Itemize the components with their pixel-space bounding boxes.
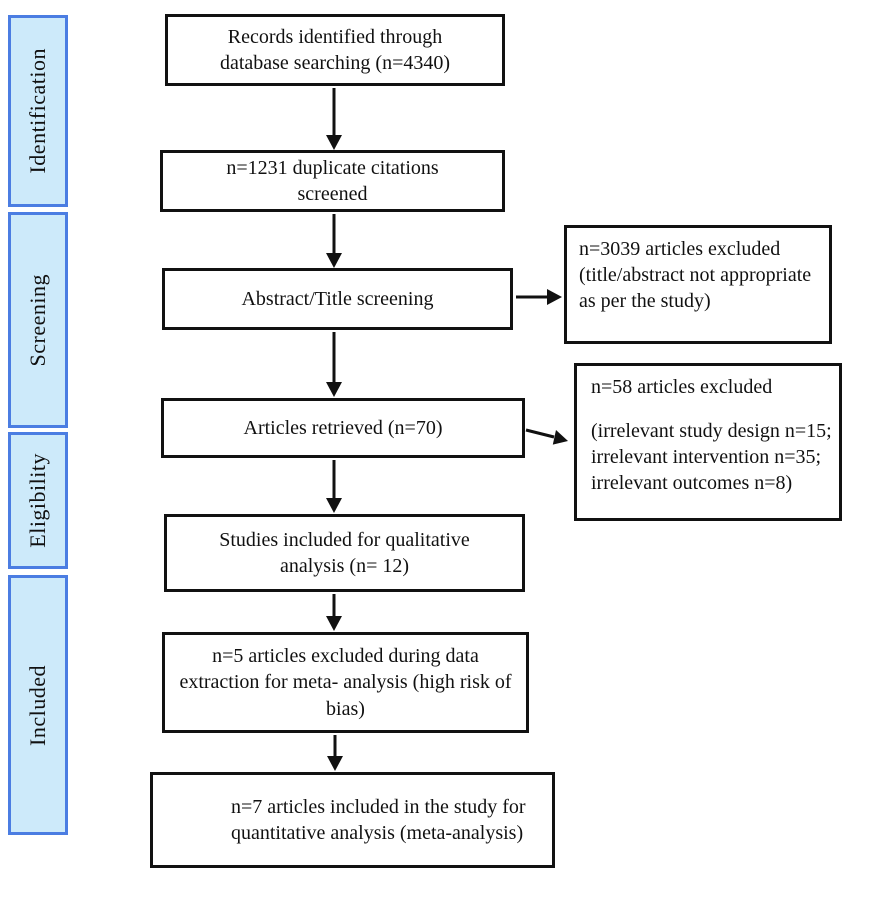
flow-box-quantitative-analysis: n=7 articles included in the study for q…	[150, 772, 555, 868]
stage-label-included: Included	[25, 664, 50, 746]
stage-label-eligibility: Eligibility	[25, 453, 50, 548]
flow-box-articles-retrieved-text: Articles retrieved (n=70)	[243, 416, 443, 439]
exclusion-box-full-text-count: n=58 articles excluded	[591, 376, 773, 398]
arrow-records-to-duplicates	[326, 88, 342, 150]
flow-box-records-identified-text: Records identified through database sear…	[219, 25, 451, 74]
flow-box-abstract-title-screening-text: Abstract/Title screening	[241, 287, 434, 310]
flow-box-excluded-high-risk-text: n=5 articles excluded during data extrac…	[179, 644, 512, 720]
flow-box-qualitative-analysis: Studies included for qualitative analysi…	[164, 514, 525, 592]
stage-box-eligibility: Eligibility	[8, 432, 68, 569]
flow-box-abstract-title-screening: Abstract/Title screening	[162, 268, 513, 330]
arrow-retrieved-to-exclusion	[525, 428, 568, 445]
arrow-retrieved-to-qualitative	[326, 460, 342, 513]
flow-box-records-identified: Records identified through database sear…	[165, 14, 505, 86]
stage-box-screening: Screening	[8, 212, 68, 428]
flow-box-duplicates-screened: n=1231 duplicate citations screened	[160, 150, 505, 212]
flow-box-duplicates-screened-text: n=1231 duplicate citations screened	[226, 156, 439, 205]
flow-box-articles-retrieved: Articles retrieved (n=70)	[161, 398, 525, 458]
arrow-duplicates-to-screening	[326, 214, 342, 268]
flow-box-qualitative-analysis-text: Studies included for qualitative analysi…	[219, 528, 470, 577]
exclusion-box-full-text: n=58 articles excluded (irrelevant study…	[574, 363, 842, 521]
exclusion-box-title-abstract-text: n=3039 articles excluded (title/abstract…	[579, 238, 812, 312]
stage-label-identification: Identification	[25, 48, 50, 174]
stage-box-identification: Identification	[8, 15, 68, 207]
flow-box-excluded-high-risk: n=5 articles excluded during data extrac…	[162, 632, 529, 733]
stage-label-screening: Screening	[25, 273, 50, 367]
exclusion-box-title-abstract: n=3039 articles excluded (title/abstract…	[564, 225, 832, 344]
exclusion-box-full-text-reasons: (irrelevant study design n=15; irrelevan…	[591, 420, 832, 494]
arrow-excluded-to-quantitative	[327, 735, 343, 771]
arrow-screening-to-exclusion	[516, 289, 562, 305]
stage-box-included: Included	[8, 575, 68, 835]
arrow-screening-to-retrieved	[326, 332, 342, 397]
arrow-qualitative-to-excluded	[326, 594, 342, 631]
flow-box-quantitative-analysis-text: n=7 articles included in the study for q…	[231, 795, 526, 844]
